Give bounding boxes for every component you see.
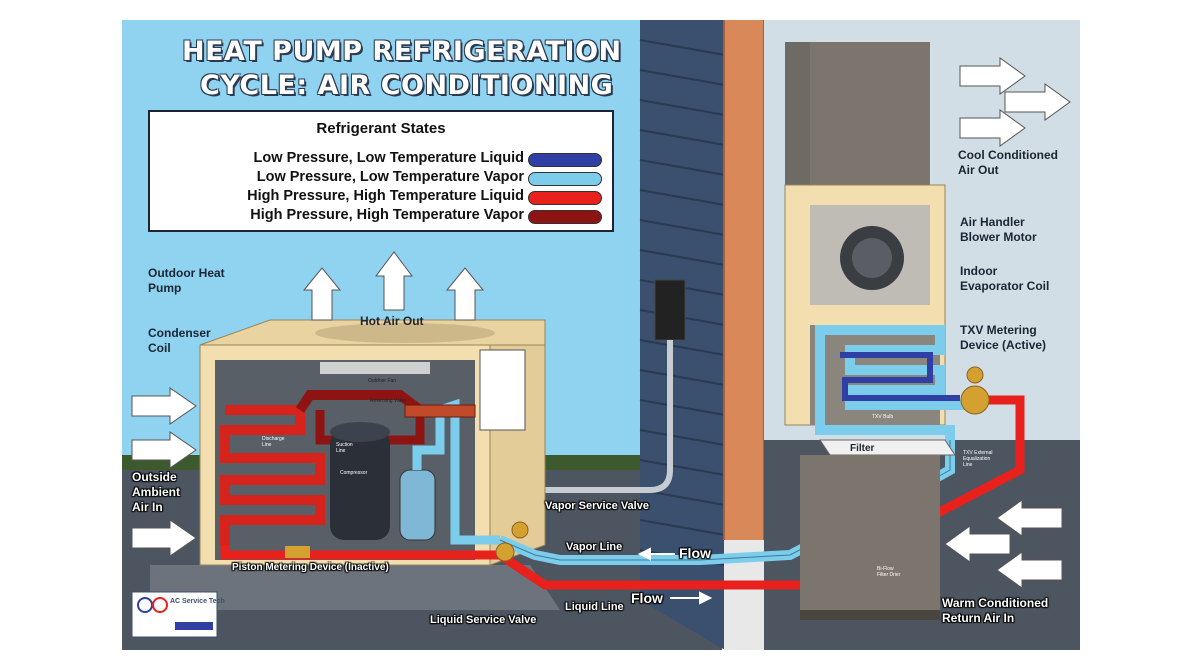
label-filter: Filter [850,443,875,454]
evaporator-liquid-path [840,352,960,401]
electrical-conduit [520,340,673,493]
label-cool-conditioned-air-out: Cool Conditioned Air Out [958,148,1058,177]
label-flow-lower: Flow [631,590,663,606]
label-warm-conditioned-return-air-in: Warm Conditioned Return Air In [942,596,1049,625]
label-outside-ambient-air-in: Outside Ambient Air In [132,470,180,514]
wall-stud [724,20,764,540]
legend-item: High Pressure, High Temperature Vapor [156,207,606,225]
liquid-service-valve [495,542,515,562]
diagram-title-line1: HEAT PUMP REFRIGERATION [182,36,622,67]
flow-arrows [637,547,713,605]
diagram-title-line2: CYCLE: AIR CONDITIONING [200,70,614,101]
label-outdoor-heat-pump: Outdoor Heat Pump [148,266,225,295]
legend-item-swatch [528,210,602,224]
label-vapor-service-valve: Vapor Service Valve [545,500,649,512]
label-bi-flow-filter-drier: Bi-Flow Filter Drier [877,566,901,578]
fan-grille [315,323,495,343]
logo-text: AC Service Tech [170,598,225,605]
legend-item-label: Low Pressure, Low Temperature Liquid [253,150,524,166]
label-indoor-evaporator-coil: Indoor Evaporator Coil [960,264,1050,293]
control-panel [479,349,526,431]
refrigerant-states-legend: Refrigerant States Low Pressure, Low Tem… [148,110,614,232]
label-piston-metering-device: Piston Metering Device (Inactive) [232,562,389,573]
label-air-handler-blower-motor: Air Handler Blower Motor [960,215,1037,244]
outdoor-fan-motor [320,362,430,374]
legend-item: Low Pressure, Low Temperature Vapor [156,169,606,187]
legend-title: Refrigerant States [316,120,446,137]
accumulator [399,469,436,541]
disconnect-box [654,279,686,341]
label-outdoor-fan: Outdoor Fan [368,378,397,384]
logo-graphic [131,591,218,638]
legend-item: High Pressure, High Temperature Liquid [156,188,606,206]
label-compressor: Compressor [340,470,368,476]
condenser-coil-path [220,405,325,545]
legend-item: Low Pressure, Low Temperature Liquid [156,150,606,168]
legend-item-swatch [528,191,602,205]
label-txv-external-equalization-line: TXV External Equalization Line [963,450,993,468]
label-vapor-line: Vapor Line [566,541,623,553]
legend-item-label: Low Pressure, Low Temperature Vapor [256,169,524,185]
label-txv-metering-device: TXV Metering Device (Active) [960,323,1047,352]
legend-item-label: High Pressure, High Temperature Vapor [250,207,524,223]
vapor-service-valve [511,521,529,539]
reversing-valve [404,404,476,418]
liquid-line-path [220,395,1025,590]
compressor-body [330,430,390,540]
air-handler-column [810,42,930,185]
label-txv-bulb: TXV Bulb [872,414,894,420]
label-suction-line: Suction Line [336,442,353,454]
legend-item-swatch [528,172,602,186]
airflow-arrows [131,57,1071,589]
txv-valve [960,385,990,415]
legend-item-swatch [528,153,602,167]
legend-item-label: High Pressure, High Temperature Liquid [247,188,524,204]
return-plenum [800,455,940,610]
label-hot-air-out: Hot Air Out [360,314,424,328]
label-liquid-service-valve: Liquid Service Valve [430,614,537,626]
air-filter [819,439,956,456]
label-condenser-coil: Condenser Coil [148,326,211,355]
concrete-pad [150,565,560,610]
label-flow-upper: Flow [679,545,711,561]
label-discharge-line: Discharge Line [262,436,285,448]
label-liquid-line: Liquid Line [565,601,624,613]
evaporator-coil-path [815,325,965,440]
label-reversing-valve: Reversing Valve [370,398,407,404]
